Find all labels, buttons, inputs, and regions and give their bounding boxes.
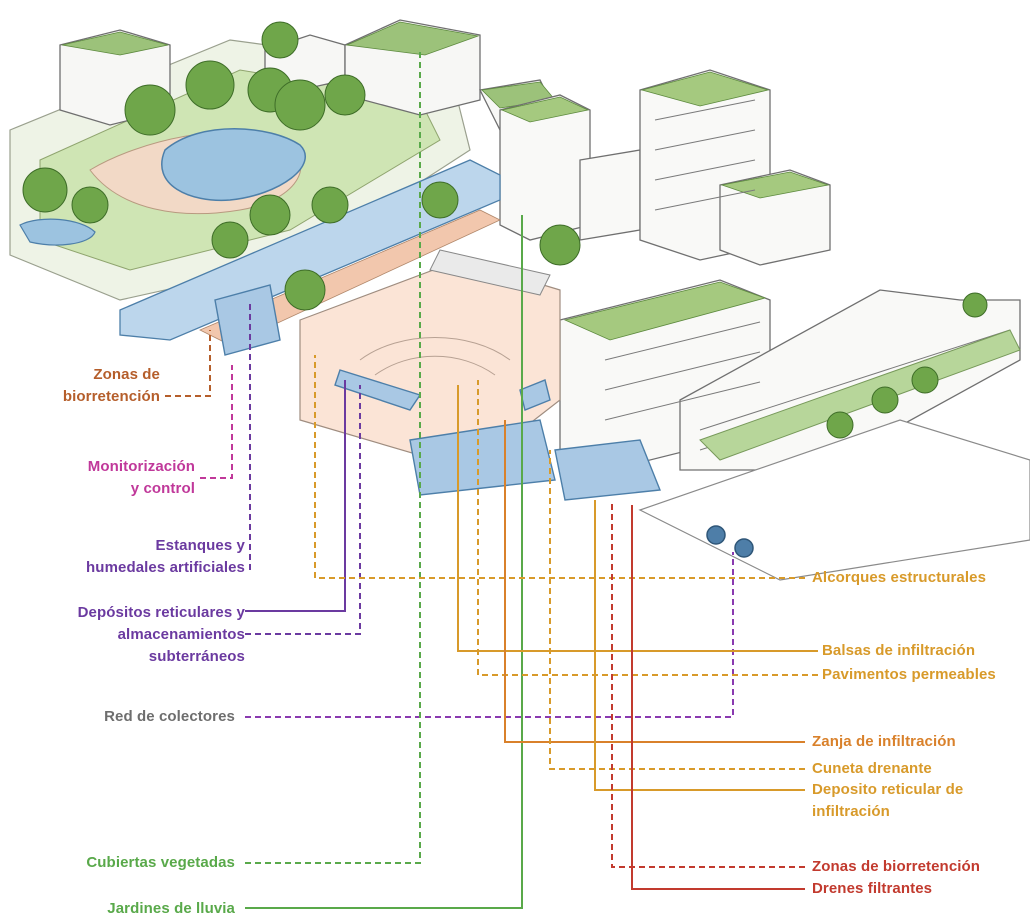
- label-depositos: Depósitos reticulares y almacenamientos …: [77, 604, 245, 665]
- label-cuneta: Cuneta drenante: [812, 760, 932, 777]
- label-cubiertas: Cubiertas vegetadas: [86, 854, 235, 871]
- leader-pavimentos: [477, 380, 818, 676]
- label-pavimentos: Pavimentos permeables: [822, 666, 996, 683]
- green-roofs-top: [61, 21, 556, 109]
- label-zanja: Zanja de infiltración: [812, 733, 956, 750]
- plaza-cutaway: [299, 249, 561, 471]
- leader-monitorizacion: [200, 365, 233, 479]
- label-alcorques: Alcorques estructurales: [812, 569, 987, 586]
- leader-depositos-1: [245, 380, 346, 612]
- label-zonas-biorretencion-2: Zonas de biorretención: [812, 858, 981, 875]
- label-jardines: Jardines de lluvia: [107, 900, 235, 917]
- small-pond: [19, 218, 96, 246]
- label-monitorizacion: Monitorización y control: [87, 458, 195, 497]
- central-buildings: [499, 69, 1021, 471]
- leader-jardines: [245, 215, 523, 909]
- pond: [161, 128, 306, 202]
- leader-red-colectores: [245, 552, 734, 718]
- leader-drenes: [631, 505, 805, 890]
- label-deposito-reticular: Deposito reticular de infiltración: [812, 781, 964, 820]
- leader-lines: [165, 50, 818, 909]
- street-right: [638, 329, 1030, 581]
- leader-zonas-biorretencion: [165, 330, 211, 397]
- label-estanques: Estanques y humedales artificiales: [86, 537, 245, 576]
- label-zonas-biorretencion: Zonas de biorretención: [62, 366, 160, 405]
- leader-zonas-biorretencion-2: [611, 500, 805, 868]
- leader-depositos-2: [245, 385, 361, 635]
- label-red-colectores: Red de colectores: [104, 708, 235, 725]
- trees: [22, 21, 988, 439]
- leader-alcorques: [314, 355, 805, 579]
- leader-cuneta: [549, 450, 805, 770]
- leader-deposito-reticular: [594, 500, 805, 791]
- underground-tanks: [214, 284, 661, 501]
- leader-cubiertas: [245, 50, 421, 864]
- label-drenes: Drenes filtrantes: [812, 880, 933, 897]
- label-balsas: Balsas de infiltración: [822, 642, 976, 659]
- leader-balsas: [457, 385, 818, 652]
- leader-zanja: [504, 420, 805, 743]
